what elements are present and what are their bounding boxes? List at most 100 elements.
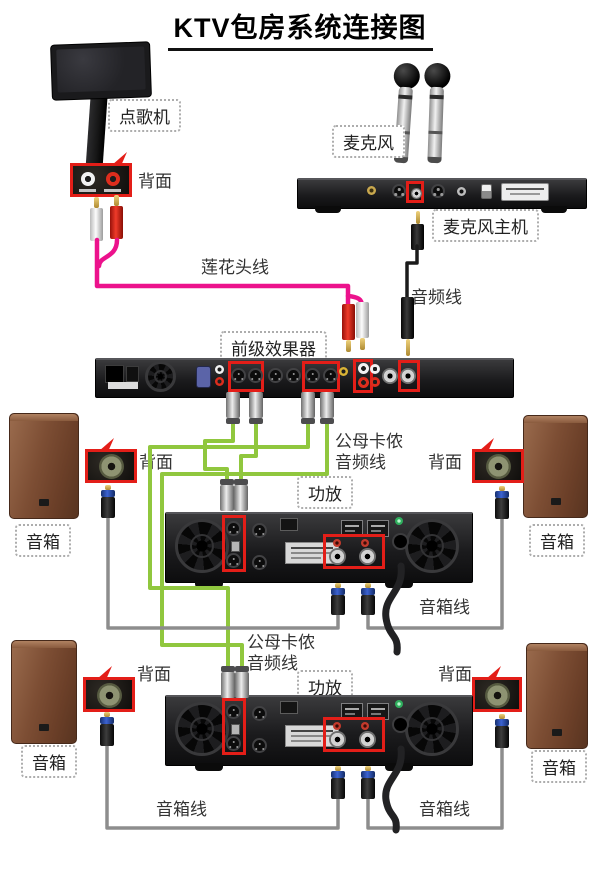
host-round-jack	[457, 187, 466, 196]
speakon-plug-bl	[100, 712, 114, 746]
jack-caption-bar	[104, 189, 121, 192]
amp1-speakon-out-2	[359, 548, 376, 565]
amp2-link-xlr-2	[252, 738, 267, 753]
xlr-connector-amp2-1	[221, 666, 235, 698]
amp1-link-xlr-2	[252, 555, 267, 570]
audio-plug-effects	[401, 297, 414, 356]
speakon-plug-tr	[495, 486, 509, 519]
speakon-jack	[486, 454, 511, 479]
speaker-br-back-panel	[472, 677, 522, 712]
amp1-breaker	[392, 533, 409, 550]
amp1-input-highlight	[222, 515, 246, 572]
effects-635-jack-1	[382, 368, 398, 384]
rca-plug-red	[110, 195, 123, 239]
speakon-jack	[99, 454, 124, 479]
speaker-bl-back-label: 背面	[137, 664, 171, 685]
karaoke-player-label: 点歌机	[108, 99, 181, 132]
karaoke-back-panel	[70, 163, 132, 197]
speaker-cable-bl	[105, 742, 340, 830]
amp-label-text: 功放	[308, 485, 342, 504]
xlr-connector-amp1-1	[220, 479, 234, 511]
amp2-input-xlr-2	[226, 736, 241, 751]
host-jack-highlight	[406, 181, 424, 203]
warning-sticker	[501, 183, 549, 201]
xlr-connector-up-2	[249, 392, 263, 424]
host-xlr-jack-right	[431, 184, 445, 198]
xlr-connector-up-4	[320, 392, 334, 424]
back-label-text: 背面	[138, 172, 172, 191]
speaker-tl-label: 音箱	[15, 524, 71, 557]
amp2-fan-left	[175, 702, 229, 756]
host-635-jack	[411, 188, 422, 199]
amp2-power-cord	[382, 745, 405, 834]
audio-cable-label-text: 音频线	[411, 288, 462, 307]
effects-fan	[145, 361, 176, 392]
speaker-tr-label: 音箱	[529, 524, 585, 557]
audio-cable-label: 音频线	[411, 287, 462, 308]
speaker-cable-tl	[106, 514, 340, 630]
effects-rca-red-2	[370, 377, 380, 387]
antenna-jack	[367, 186, 376, 195]
speakon-plug-amp1-1	[331, 583, 345, 615]
amp1-power-cord	[382, 562, 405, 656]
effects-635-jack-2	[400, 368, 416, 384]
amp2-binding-post-1	[333, 722, 341, 730]
amp1-binding-post-2	[361, 539, 369, 547]
speaker-top-right	[523, 415, 588, 518]
speaker-br-label: 音箱	[531, 750, 587, 783]
amp2-link-xlr-1	[252, 706, 267, 721]
effects-rca-yellow	[339, 367, 348, 376]
speakon-plug-amp2-2	[361, 766, 375, 799]
speakon-jack	[485, 683, 510, 708]
speakon-jack	[97, 683, 122, 708]
rca-cable-label-text: 莲花头线	[201, 258, 269, 277]
host-switch	[481, 184, 492, 199]
mic-host-label-text: 麦克风主机	[443, 218, 528, 237]
rca-plug-white	[90, 197, 103, 241]
speaker-label-text: 音箱	[32, 754, 66, 773]
amp1-speakon-out-1	[329, 548, 346, 565]
amp2-output-highlight	[323, 717, 385, 752]
effects-xlr-out-3	[305, 368, 320, 383]
amp2-small-panel	[280, 701, 298, 714]
back-label-text: 背面	[139, 453, 173, 472]
speaker-cable-label-amp2-left: 音箱线	[156, 799, 207, 820]
amp1-input-xlr-2	[226, 553, 241, 568]
speaker-cable-label-text: 音箱线	[156, 800, 207, 819]
xlr-cable-2	[239, 420, 258, 483]
amp2-mode-switch	[231, 724, 240, 735]
rca-jack-red	[106, 172, 120, 186]
amp2-input-highlight	[222, 698, 246, 755]
speakon-plug-amp1-2	[361, 583, 375, 615]
speaker-bottom-right	[526, 643, 588, 749]
effects-rca-white-2	[370, 364, 380, 374]
host-foot-left	[315, 206, 341, 213]
speaker-cable-label-amp2-right: 音箱线	[419, 799, 470, 820]
effects-xlr-out-2	[248, 368, 263, 383]
effects-xlr-mid-2	[286, 368, 301, 383]
amp2-binding-post-2	[361, 722, 369, 730]
amp2-speakon-out-2	[359, 731, 376, 748]
effects-rca-red-in	[358, 377, 369, 388]
amp2-power-led	[395, 700, 403, 708]
effects-635-highlight	[398, 360, 420, 392]
effects-rca-red-1	[215, 377, 224, 386]
amp1-power-led	[395, 517, 403, 525]
amp2-speakon-out-1	[329, 731, 346, 748]
karaoke-back-label: 背面	[138, 171, 172, 192]
effects-rca-white-in	[358, 363, 369, 374]
speaker-label-text: 音箱	[540, 533, 574, 552]
rca-cable-label: 莲花头线	[201, 257, 269, 278]
page-title: KTV包房系统连接图	[0, 6, 600, 51]
amp2-foot-left	[195, 763, 223, 771]
effects-xlr-out-1	[231, 368, 246, 383]
speaker-bottom-left	[11, 640, 77, 744]
xlr-cable-label-line1: 公母卡侬	[247, 633, 315, 652]
microphone-label-text: 麦克风	[343, 134, 394, 153]
host-xlr-jack-left	[392, 184, 406, 198]
amp2-breaker	[392, 716, 409, 733]
back-label-text: 背面	[428, 453, 462, 472]
vga-connector	[196, 366, 211, 388]
effects-xlr-mid-1	[268, 368, 283, 383]
